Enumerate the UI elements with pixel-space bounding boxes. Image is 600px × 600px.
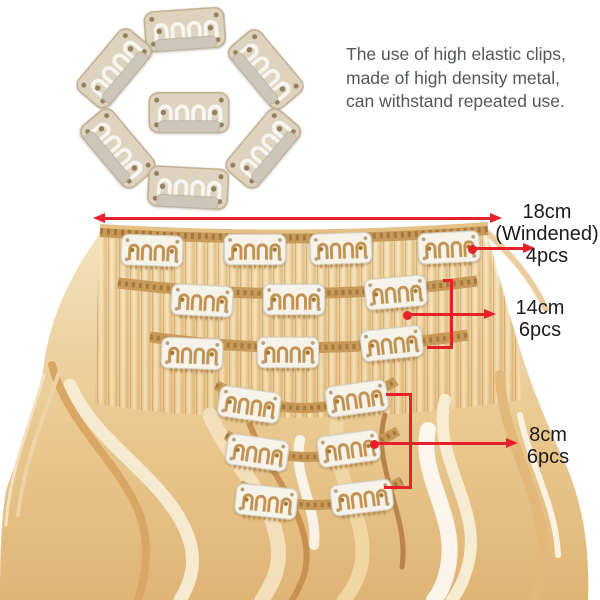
snap-clip-icon [232,482,300,525]
bracket-8cm [409,393,412,488]
bracket-tick [443,279,453,282]
callout-dot [402,310,412,320]
arrowhead-right-icon [506,438,518,448]
bracket-tick [386,393,412,396]
width-arrow-line [105,217,490,220]
label-count: 6pcs [526,446,570,468]
bracket-tick [427,346,453,349]
snap-clip-icon [147,91,231,139]
arrowhead-left-icon [93,213,105,223]
callout-line-18cm [474,247,524,250]
snap-clip-icon [119,233,184,272]
arrowhead-right-icon [490,213,502,223]
hair-extension-photo [0,222,589,600]
snap-clip-icon [223,233,287,270]
arrowhead-right-icon [523,243,535,253]
snap-clip-icon [169,282,235,322]
label-18cm: 18cm (Windened) 4pcs [494,201,600,267]
label-size: 8cm [529,424,567,446]
snap-clip-icon [220,102,311,197]
callout-line-8cm [376,442,507,445]
snap-clip-icon [159,336,224,375]
callout-line-14cm [409,313,485,316]
label-size: 18cm [522,201,572,223]
snap-clip-icon [145,164,231,216]
callout-dot [467,244,477,254]
label-8cm: 8cm 6pcs [506,424,590,468]
bracket-14cm [450,279,453,348]
arrowhead-right-icon [484,309,496,319]
label-size: 14cm [515,297,565,319]
snap-clip-icon [308,231,373,270]
description-line: can withstand repeated use. [346,91,565,111]
description-line: made of high density metal, [346,67,561,88]
label-count: 6pcs [518,319,562,341]
snap-clip-icon [256,336,320,373]
snap-clip-icon [328,477,396,522]
snap-clip-icon [219,23,310,118]
snap-clip-icon [262,283,326,320]
bracket-tick [384,486,412,489]
snap-clip-icon [363,273,430,315]
description-line: The use of high elastic clips, [346,44,566,64]
label-14cm: 14cm 6pcs [498,297,582,341]
label-count: 4pcs [525,245,569,267]
label-note: (Windened) [495,223,599,245]
callout-dot [369,439,379,449]
snap-clip-icon [358,324,426,367]
description-text: The use of high elastic clips, made of h… [346,43,596,114]
